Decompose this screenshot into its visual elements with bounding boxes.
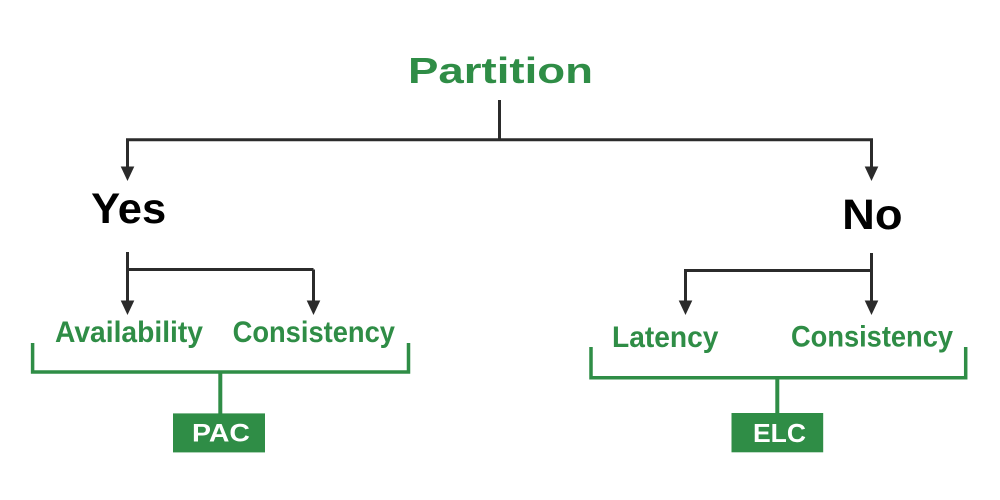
svg-text:Latency: Latency bbox=[612, 321, 719, 354]
svg-text:Partition: Partition bbox=[408, 50, 593, 91]
svg-text:ELC: ELC bbox=[753, 418, 806, 448]
svg-text:PAC: PAC bbox=[192, 420, 250, 448]
svg-text:No: No bbox=[842, 191, 902, 239]
svg-text:Consistency: Consistency bbox=[233, 316, 396, 349]
svg-text:Availability: Availability bbox=[55, 316, 203, 349]
svg-text:Consistency: Consistency bbox=[791, 321, 953, 354]
svg-text:Yes: Yes bbox=[91, 185, 166, 233]
